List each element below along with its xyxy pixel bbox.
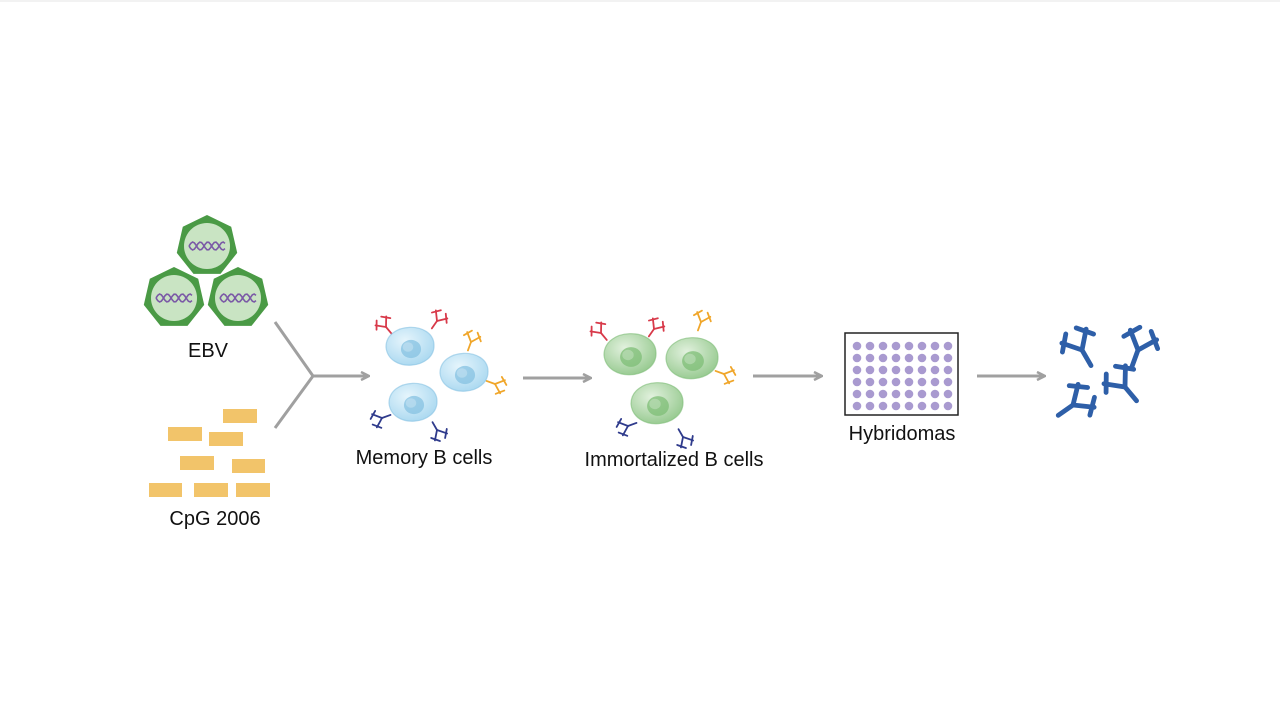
- well: [930, 365, 940, 375]
- memory-b-cells-label: Memory B cells: [355, 447, 493, 469]
- well: [943, 341, 953, 351]
- antibody-icon: [430, 421, 448, 442]
- well: [852, 389, 862, 399]
- well: [930, 377, 940, 387]
- well: [878, 365, 888, 375]
- well: [865, 401, 875, 411]
- memory-b-cells-group: [369, 309, 508, 442]
- well: [930, 353, 940, 363]
- ebv-virus-icon: [176, 215, 238, 274]
- immortalized-b-cell-icon: [603, 333, 657, 376]
- antibody-icon: [1101, 363, 1139, 404]
- antibody-icon: [589, 321, 608, 341]
- well: [852, 401, 862, 411]
- well: [904, 401, 914, 411]
- immortalized-b-cell-icon: [665, 337, 719, 380]
- antibody-icon: [1055, 381, 1097, 418]
- well: [930, 401, 940, 411]
- well: [943, 389, 953, 399]
- merge-arrow-icon: [273, 321, 368, 429]
- antibody-icon: [647, 317, 666, 338]
- well: [891, 365, 901, 375]
- well: [891, 389, 901, 399]
- ebv-virus-icon: [207, 267, 269, 326]
- antibody-product-group: [1055, 324, 1161, 418]
- antibody-icon: [1059, 325, 1096, 368]
- antibody-icon: [714, 366, 737, 385]
- antibody-icon: [693, 309, 712, 332]
- well: [891, 353, 901, 363]
- well: [904, 377, 914, 387]
- well: [878, 341, 888, 351]
- ebv-label: EBV: [187, 340, 229, 362]
- well: [891, 401, 901, 411]
- cpg-oligo-icon: [236, 483, 270, 497]
- cpg-label: CpG 2006: [169, 508, 261, 530]
- cpg-oligo-icon: [209, 432, 243, 446]
- cpg-oligo-group: [149, 409, 270, 497]
- antibody-icon: [615, 418, 638, 437]
- well: [878, 377, 888, 387]
- well: [917, 365, 927, 375]
- well: [865, 365, 875, 375]
- cpg-oligo-icon: [180, 456, 214, 470]
- memory-b-cell-icon: [388, 382, 438, 422]
- ebv-virus-group: [143, 215, 269, 326]
- cpg-oligo-icon: [149, 483, 182, 497]
- ebv-virus-icon: [143, 267, 205, 326]
- antibody-icon: [430, 309, 449, 330]
- well: [943, 377, 953, 387]
- well: [904, 365, 914, 375]
- well: [917, 341, 927, 351]
- well: [891, 341, 901, 351]
- memory-b-cell-icon: [439, 352, 489, 392]
- well: [878, 389, 888, 399]
- cpg-oligo-icon: [232, 459, 265, 473]
- well: [904, 353, 914, 363]
- antibody-icon: [369, 410, 392, 429]
- well: [878, 353, 888, 363]
- cpg-oligo-icon: [168, 427, 202, 441]
- immortalized-b-cell-icon: [630, 382, 684, 425]
- well: [865, 353, 875, 363]
- well: [865, 341, 875, 351]
- well: [917, 377, 927, 387]
- well: [917, 389, 927, 399]
- well: [943, 365, 953, 375]
- well: [865, 389, 875, 399]
- well-plate-icon: [844, 332, 959, 416]
- well: [852, 365, 862, 375]
- immortalized-b-cells-group: [589, 309, 737, 449]
- immortalized-b-cells-label: Immortalized B cells: [584, 449, 764, 471]
- top-divider: [0, 0, 1280, 2]
- well: [930, 389, 940, 399]
- well: [878, 401, 888, 411]
- well: [930, 341, 940, 351]
- antibody-icon: [485, 376, 508, 395]
- well: [852, 353, 862, 363]
- well: [917, 353, 927, 363]
- antibody-icon: [676, 428, 694, 449]
- well: [917, 401, 927, 411]
- memory-b-cell-icon: [385, 326, 435, 366]
- antibody-icon: [463, 329, 482, 352]
- well: [943, 401, 953, 411]
- well: [904, 341, 914, 351]
- well: [904, 389, 914, 399]
- well: [865, 377, 875, 387]
- well: [943, 353, 953, 363]
- well: [891, 377, 901, 387]
- cpg-oligo-icon: [194, 483, 228, 497]
- cpg-oligo-icon: [223, 409, 257, 423]
- hybridomas-label: Hybridomas: [848, 423, 956, 445]
- antibody-icon: [1121, 324, 1161, 370]
- antibody-icon: [374, 315, 393, 335]
- well: [852, 341, 862, 351]
- well: [852, 377, 862, 387]
